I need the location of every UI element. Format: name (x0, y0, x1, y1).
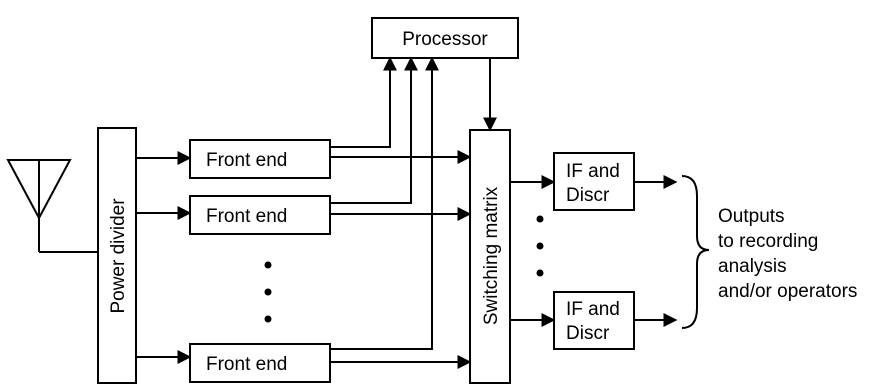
if-discr-label-1-line2: Discr (566, 185, 610, 206)
front-end-block-2 (189, 195, 331, 235)
if-discr-label-1-line1: IF and (566, 161, 620, 182)
front-end-3-to-processor-arrow (330, 56, 439, 350)
outputs-line-1: Outputs (718, 206, 785, 227)
antenna-icon (6, 159, 98, 253)
outputs-line-3: analysis (718, 256, 787, 277)
processor-label: Processor (402, 29, 488, 50)
power-divider-block (97, 127, 137, 384)
if-block-ellipsis (536, 215, 544, 277)
outputs-line-2: to recording (718, 231, 818, 252)
front-end-label-1: Front end (206, 150, 287, 171)
front-end-ellipsis (264, 261, 272, 323)
outputs-text: Outputs to recording analysis and/or ope… (718, 206, 857, 302)
front-end-label-2: Front end (206, 206, 287, 227)
front-end-2-to-processor-arrow (330, 56, 418, 204)
processor-block (371, 17, 519, 59)
outputs-brace (681, 175, 710, 329)
switching-matrix-label: Switching matrix (481, 186, 502, 325)
if-discr-label-2-line1: IF and (566, 299, 620, 320)
front-end-1-to-processor-arrow (330, 56, 397, 148)
if-discr-block-1 (553, 152, 635, 211)
outputs-line-4: and/or operators (718, 281, 857, 302)
front-end-label-3: Front end (206, 354, 287, 375)
power-divider-label: Power divider (108, 198, 129, 314)
front-end-block-1 (189, 139, 331, 179)
if-discr-label-2-line2: Discr (566, 323, 610, 344)
switching-matrix-block (469, 129, 511, 384)
